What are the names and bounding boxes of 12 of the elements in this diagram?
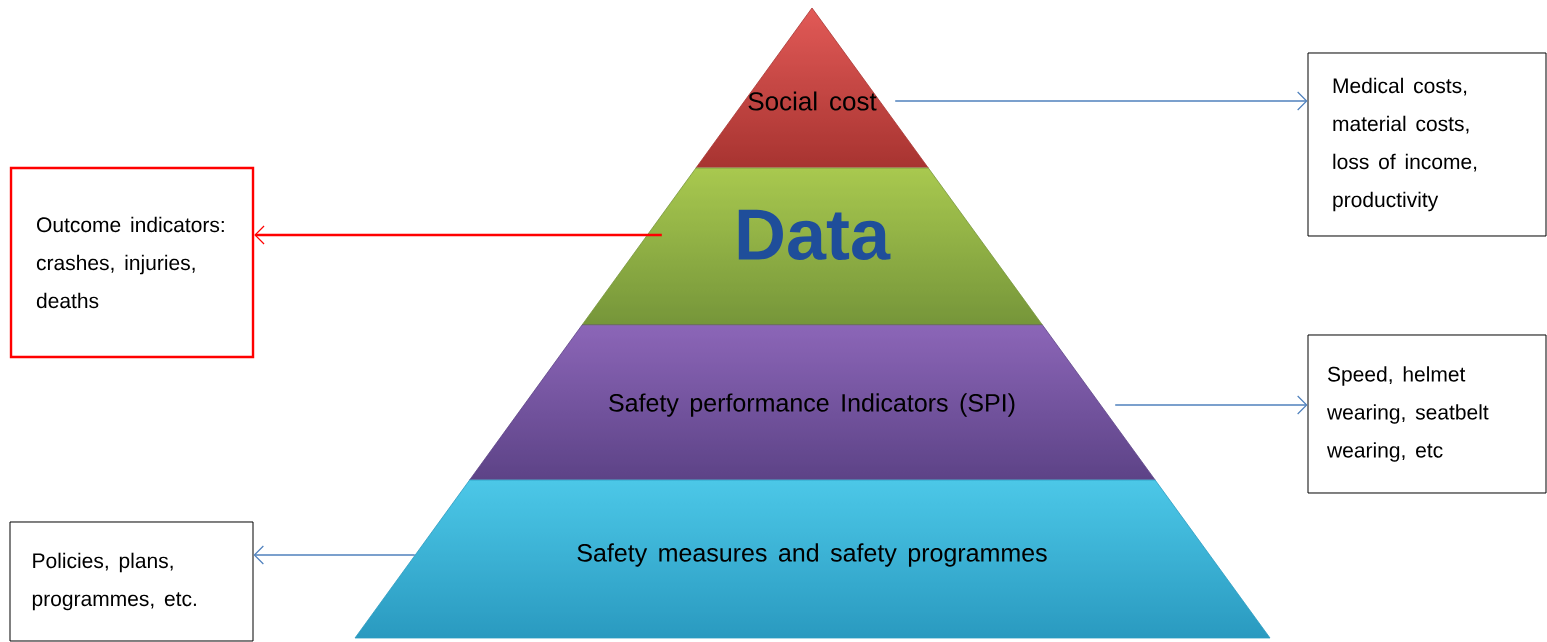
text-box: Outcome indicators: crashes, injuries, deaths — [9, 166, 255, 359]
arrow — [254, 225, 662, 245]
arrow — [894, 91, 1308, 111]
pyramid-band: Safety measures and safety programmes — [354, 479, 1271, 639]
text-box: Medical costs, material costs, loss of income, productivity — [1307, 52, 1547, 237]
text-box: Speed, helmet wearing, seatbelt wearing, etc — [1307, 334, 1547, 494]
pyramid-band: Data — [581, 167, 1043, 326]
pyramid-band: Safety performance Indicators (SPI) — [469, 324, 1156, 481]
arrow — [1114, 395, 1308, 415]
text-box: Policies, plans, programmes, etc. — [9, 521, 254, 642]
pyramid-band: Social cost — [695, 7, 929, 169]
arrow — [253, 545, 416, 565]
